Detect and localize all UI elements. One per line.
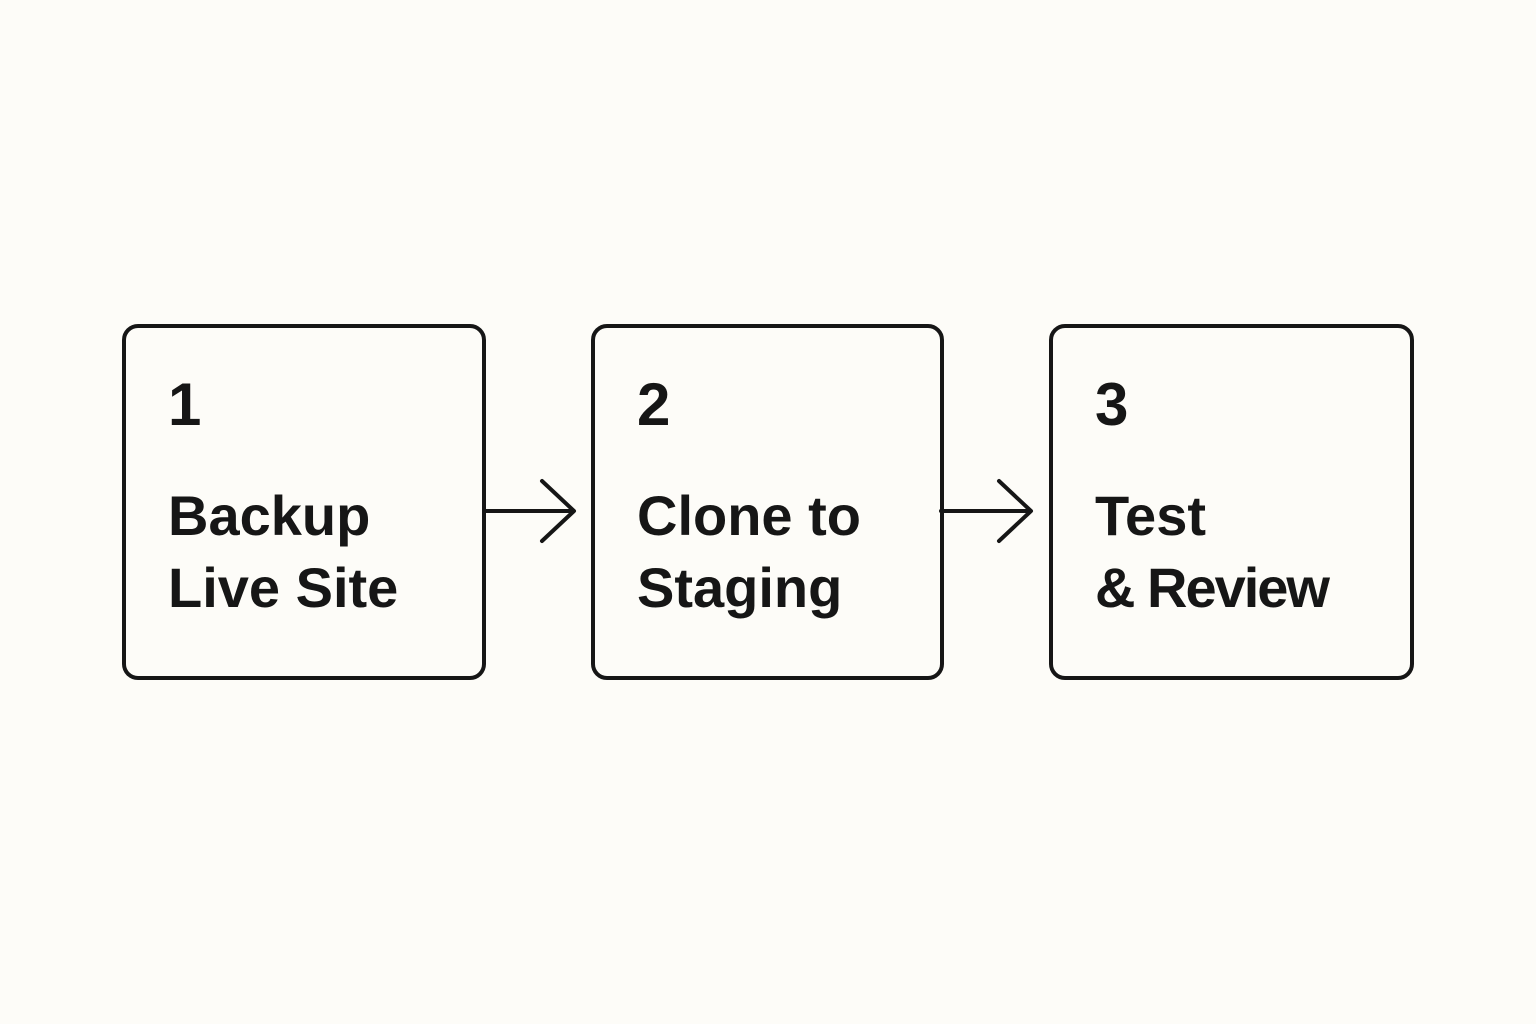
step-label-line: & Review [1095, 556, 1330, 619]
step-label: Backup Live Site [168, 480, 398, 624]
step-label-line: Live Site [168, 556, 399, 619]
step-label-line: Test [1095, 484, 1206, 547]
arrow-right-icon [939, 479, 1033, 543]
step-box-test: 3 Test & Review [1049, 324, 1414, 680]
step-label-line: Backup [168, 484, 371, 547]
step-label-line: Staging [637, 556, 843, 619]
step-label-line: Clone to [637, 484, 861, 547]
step-number: 1 [168, 371, 202, 438]
step-number: 3 [1095, 371, 1129, 438]
step-number: 2 [637, 371, 671, 438]
step-label: Test & Review [1095, 480, 1330, 624]
step-box-clone: 2 Clone to Staging [591, 324, 944, 680]
step-box-backup: 1 Backup Live Site [122, 324, 486, 680]
step-label: Clone to Staging [637, 480, 861, 624]
arrow-right-icon [482, 479, 576, 543]
